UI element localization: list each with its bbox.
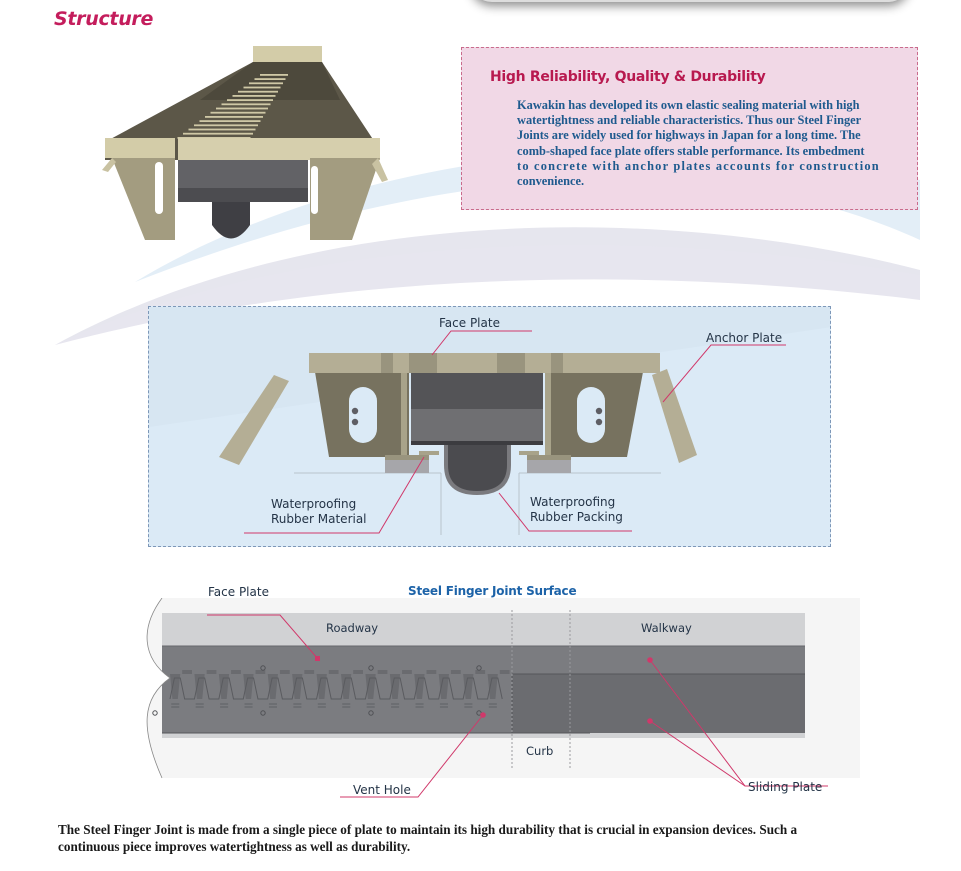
- label-face-plate-surface: Face Plate: [208, 585, 269, 599]
- finger-tooth: [487, 674, 498, 699]
- finger-outline: [169, 677, 503, 700]
- finger-tooth: [389, 674, 401, 699]
- comb-fingers: [169, 670, 510, 708]
- footer-description: The Steel Finger Joint is made from a si…: [58, 822, 938, 855]
- finger-tooth: [170, 674, 181, 699]
- deck-slot: [243, 86, 281, 89]
- anchor-plate-right: [652, 369, 697, 463]
- info-line: to concrete with anchor plates accounts …: [517, 158, 880, 173]
- anchor-plate-left: [219, 375, 289, 465]
- deck-slot: [232, 95, 276, 97]
- leader-rubber-material: [244, 456, 425, 534]
- vent-hole: [260, 665, 266, 671]
- leader-anchor-plate: [662, 344, 786, 403]
- leader-face-plate: [431, 330, 532, 356]
- deck-slot: [194, 124, 258, 127]
- finger-tooth: [438, 674, 449, 699]
- deck-slot: [227, 99, 273, 101]
- footer-line: continuous piece improves watertightness…: [58, 838, 411, 854]
- info-line: Joints are widely used for highways in J…: [517, 128, 861, 143]
- deck-slot: [210, 111, 266, 114]
- label-walkway: Walkway: [641, 621, 692, 635]
- cross-section-drawing: [149, 307, 830, 535]
- label-face-plate: Face Plate: [439, 316, 500, 330]
- deck-slot: [183, 132, 253, 135]
- deck-slot: [249, 82, 283, 85]
- finger-cap: [328, 670, 339, 674]
- finger-cap: [304, 670, 315, 674]
- deck-slot: [177, 137, 251, 139]
- joint-3d-illustration: [102, 46, 388, 240]
- label-curb: Curb: [526, 744, 554, 758]
- finger-cap: [377, 670, 388, 674]
- finger-cap: [402, 670, 412, 674]
- section-title: Structure: [54, 8, 154, 30]
- finger-tooth: [218, 674, 230, 699]
- vent-hole: [476, 665, 482, 671]
- finger-tooth: [316, 674, 327, 699]
- dot-vent-hole: [480, 712, 486, 718]
- info-line: watertightness and reliable characterist…: [517, 113, 862, 128]
- info-line: convenience.: [517, 174, 585, 189]
- finger-cap: [475, 670, 486, 674]
- label-rubber-packing: Waterproofing Rubber Packing: [530, 495, 623, 524]
- label-rubber-material: Waterproofing Rubber Material: [271, 497, 367, 526]
- finger-cap: [182, 670, 192, 674]
- deck-slot: [254, 78, 286, 80]
- dot-face-plate: [315, 656, 320, 661]
- finger-cap: [499, 670, 510, 674]
- label-sliding-plate: Sliding Plate: [748, 780, 823, 794]
- finger-cap: [255, 670, 266, 674]
- deck-slot: [221, 103, 271, 106]
- leader-vent-hole: [340, 714, 484, 798]
- label-vent-hole: Vent Hole: [353, 783, 411, 797]
- finger-tooth: [414, 674, 425, 699]
- vent-hole: [260, 710, 266, 716]
- info-box: High Reliability, Quality & Durability K…: [461, 47, 918, 210]
- finger-cap: [450, 670, 461, 674]
- finger-cap: [206, 670, 217, 674]
- finger-tooth: [267, 674, 278, 699]
- top-banner-edge: [470, 0, 910, 2]
- info-box-body: Kawakin has developed its own elastic se…: [517, 98, 897, 189]
- finger-joint-surface-drawing: [100, 598, 860, 798]
- finger-cap: [426, 670, 437, 674]
- leader-face-plate-surface: [207, 614, 319, 660]
- finger-tooth: [292, 674, 303, 699]
- deck-slot: [188, 128, 256, 131]
- finger-cap: [353, 670, 363, 674]
- dot-sliding-plate-bottom: [647, 718, 653, 724]
- finger-tooth: [341, 674, 352, 699]
- face-plate: [309, 353, 660, 373]
- finger-tooth: [463, 674, 474, 699]
- deck-slot: [238, 90, 278, 93]
- leader-sliding-plate-bottom: [649, 720, 746, 787]
- dot-sliding-plate-top: [647, 657, 653, 663]
- info-box-title: High Reliability, Quality & Durability: [490, 69, 766, 85]
- surface-title: Steel Finger Joint Surface: [408, 584, 577, 598]
- leader-rubber-packing: [498, 492, 632, 532]
- vent-hole: [152, 710, 158, 716]
- finger-tooth: [243, 674, 254, 699]
- finger-tooth: [365, 674, 376, 699]
- finger-cap: [231, 670, 241, 674]
- vent-hole: [368, 710, 374, 716]
- deck-slot: [205, 116, 263, 118]
- footer-line: The Steel Finger Joint is made from a si…: [58, 822, 798, 837]
- deck-slot: [199, 120, 261, 122]
- vent-hole: [368, 665, 374, 671]
- info-line: comb-shaped face plate offers stable per…: [517, 143, 865, 158]
- info-line: Kawakin has developed its own elastic se…: [517, 98, 860, 112]
- label-roadway: Roadway: [326, 621, 379, 635]
- label-anchor-plate: Anchor Plate: [706, 331, 783, 345]
- deck-slot: [260, 74, 288, 76]
- finger-tooth: [194, 674, 205, 699]
- finger-slots: [177, 74, 288, 139]
- finger-cap: [279, 670, 290, 674]
- cross-section-diagram: Face Plate Anchor Plate Waterproofing Ru…: [148, 306, 831, 547]
- deck-slot: [216, 107, 268, 110]
